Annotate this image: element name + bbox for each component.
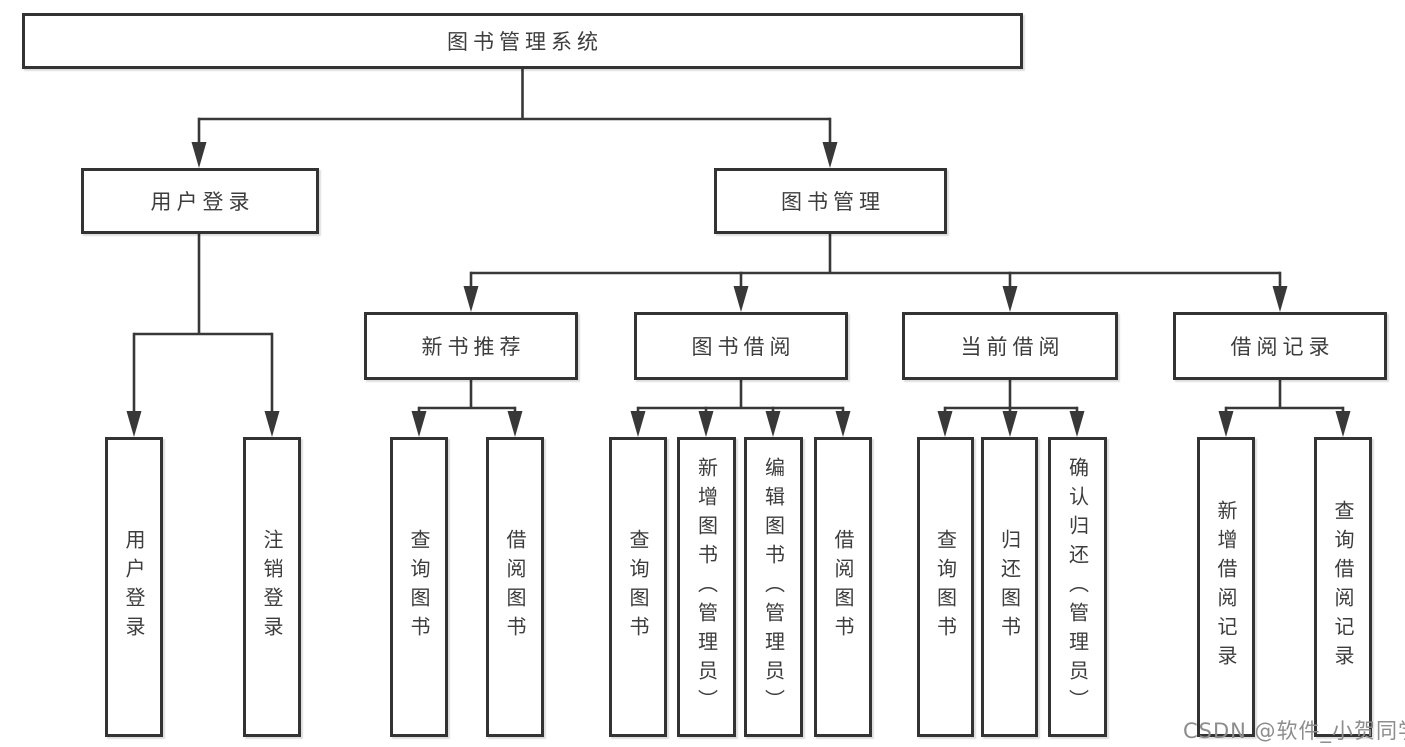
csdn-watermark: CSDN @软件_小贺同学: [1183, 719, 1405, 743]
leaf-borrow-edit-admin: 编辑图书（管理员）: [744, 437, 803, 737]
node-user-login-branch: 用户登录: [81, 168, 319, 234]
leaf-newbook-borrow-label: 借阅图书: [503, 529, 527, 645]
leaf-newbook-borrow: 借阅图书: [486, 437, 544, 737]
leaf-borrow-edit-admin-label: 编辑图书（管理员）: [761, 456, 786, 718]
leaf-borrow-add-admin-label: 新增图书（管理员）: [694, 456, 719, 718]
node-current-borrow-label: 当前借阅: [960, 335, 1065, 359]
leaf-logout: 注销登录: [243, 437, 301, 737]
leaf-confirm-return-admin-label: 确认归还（管理员）: [1065, 456, 1090, 718]
leaf-return-book: 归还图书: [981, 437, 1038, 737]
leaf-user-login: 用户登录: [105, 437, 163, 737]
leaf-confirm-return-admin: 确认归还（管理员）: [1048, 437, 1107, 737]
leaf-record-query-label: 查询借阅记录: [1331, 500, 1355, 674]
node-root: 图书管理系统: [22, 13, 1023, 69]
node-new-book-recommend-label: 新书推荐: [421, 335, 526, 359]
leaf-current-query-label: 查询图书: [933, 529, 958, 645]
node-new-book-recommend: 新书推荐: [364, 312, 578, 380]
node-user-login-branch-label: 用户登录: [150, 190, 255, 214]
node-root-label: 图书管理系统: [447, 30, 603, 54]
leaf-newbook-query-label: 查询图书: [407, 529, 431, 645]
leaf-record-add-label: 新增借阅记录: [1214, 500, 1238, 674]
leaf-logout-label: 注销登录: [260, 529, 284, 645]
node-current-borrow: 当前借阅: [902, 312, 1118, 380]
leaf-borrow-add-admin: 新增图书（管理员）: [677, 437, 736, 737]
node-book-management-branch: 图书管理: [714, 168, 947, 234]
leaf-newbook-query: 查询图书: [390, 437, 448, 737]
node-borrow-records-label: 借阅记录: [1230, 335, 1335, 359]
node-book-management-branch-label: 图书管理: [781, 190, 885, 214]
node-borrow-records: 借阅记录: [1173, 312, 1387, 380]
leaf-borrow-book-label: 借阅图书: [831, 529, 855, 645]
leaf-return-book-label: 归还图书: [997, 529, 1022, 645]
leaf-borrow-query-label: 查询图书: [626, 529, 650, 645]
leaf-borrow-book: 借阅图书: [814, 437, 872, 737]
leaf-current-query: 查询图书: [917, 437, 974, 737]
leaf-record-query: 查询借阅记录: [1314, 437, 1372, 737]
leaf-user-login-label: 用户登录: [122, 529, 146, 645]
node-book-borrow-label: 图书借阅: [691, 335, 796, 359]
leaf-record-add: 新增借阅记录: [1197, 437, 1255, 737]
leaf-borrow-query: 查询图书: [609, 437, 667, 737]
node-book-borrow: 图书借阅: [634, 312, 848, 380]
